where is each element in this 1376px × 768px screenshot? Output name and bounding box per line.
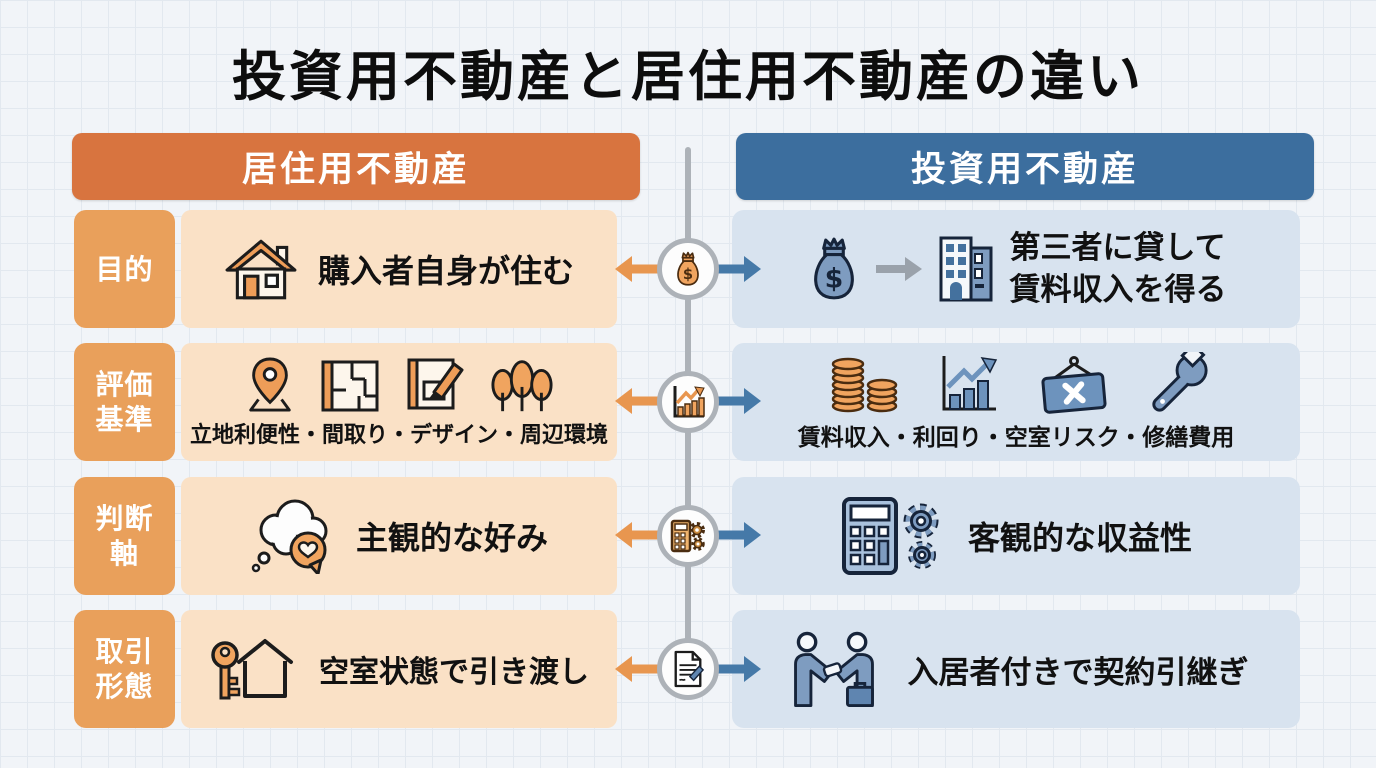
- arrow-right-icon: [875, 256, 922, 282]
- arrow-right-icon: [717, 256, 761, 282]
- investment-panel-decision: 客観的な収益性: [732, 477, 1300, 595]
- coins-icon: [822, 352, 902, 414]
- calculator-gears-icon: [840, 496, 946, 576]
- center-circle-transaction: [657, 638, 719, 700]
- residential-transaction-text: 空室状態で引き渡し: [319, 656, 589, 689]
- floorplan-icon: [320, 359, 380, 413]
- investment-panel-transaction: 入居者付きで契約引継ぎ: [732, 610, 1300, 728]
- text-line-1: 第三者に貸して: [1009, 230, 1226, 266]
- svg-text:$: $: [824, 264, 843, 295]
- arrow-left-icon: [615, 388, 659, 414]
- center-circle-purpose: $: [657, 238, 719, 300]
- row-label-text: 形態: [95, 671, 154, 702]
- row-label-text: 取引: [95, 636, 154, 667]
- residential-criteria-text: 立地利便性・間取り・デザイン・周辺環境: [189, 422, 608, 447]
- vacancy-sign-icon: [1036, 356, 1112, 414]
- map-pin-icon: [244, 357, 296, 413]
- arrow-right-icon: [717, 522, 761, 548]
- thought-bubble-heart-icon: [250, 498, 338, 574]
- key-house-icon: [209, 634, 303, 704]
- criteria-icons: [244, 355, 554, 413]
- row-label-text: 評価: [95, 369, 154, 400]
- investment-purpose-text: 第三者に貸して賃料収入を得る: [1010, 227, 1227, 311]
- center-circle-criteria: [657, 371, 719, 433]
- row-label-text: 基準: [95, 404, 154, 435]
- row-label-purpose: 目的: [74, 210, 175, 328]
- row-label-criteria: 評価 基準: [74, 343, 175, 461]
- investment-panel-criteria: 賃料収入・利回り・空室リスク・修繕費用: [732, 343, 1300, 461]
- calculator-gear-icon: [670, 518, 706, 554]
- arrow-left-icon: [615, 656, 659, 682]
- growth-chart-icon: [670, 384, 706, 420]
- row-label-text: 目的: [95, 253, 154, 285]
- page-title: 投資用不動産と居住用不動産の違い: [232, 47, 1144, 107]
- trees-icon: [490, 357, 554, 413]
- contract-document-icon: [671, 650, 705, 688]
- house-icon: [224, 237, 298, 301]
- row-label-transaction: 取引 形態: [74, 610, 175, 728]
- row-label-text: 判断: [95, 503, 154, 534]
- arrow-left-icon: [615, 522, 659, 548]
- arrow-left-icon: [615, 256, 659, 282]
- bar-chart-icon: [938, 354, 1000, 414]
- design-sheet-icon: [404, 355, 466, 413]
- investment-transaction-text: 入居者付きで契約引継ぎ: [907, 654, 1249, 690]
- residential-panel-purpose: 購入者自身が住む: [181, 210, 617, 328]
- text-line-2: 賃料収入を得る: [1009, 272, 1227, 307]
- residential-panel-criteria: 立地利便性・間取り・デザイン・周辺環境: [181, 343, 617, 461]
- row-label-text: 軸: [109, 538, 139, 569]
- arrow-right-icon: [717, 656, 761, 682]
- center-circle-decision: [657, 505, 719, 567]
- residential-panel-decision: 主観的な好み: [181, 477, 617, 595]
- handshake-icon: [784, 631, 884, 707]
- arrow-right-icon: [717, 388, 761, 414]
- residential-panel-transaction: 空室状態で引き渡し: [181, 610, 617, 728]
- investment-panel-purpose: $ 第三者に貸して賃料収入を得る: [732, 210, 1300, 328]
- money-bag-icon: $: [806, 236, 862, 302]
- criteria-icons: [822, 352, 1210, 414]
- investment-criteria-text: 賃料収入・利回り・空室リスク・修繕費用: [797, 424, 1235, 450]
- investment-column-header: 投資用不動産: [736, 133, 1314, 200]
- svg-text:$: $: [683, 266, 693, 283]
- money-bag-icon: $: [673, 251, 703, 287]
- building-icon: [936, 234, 996, 304]
- investment-decision-text: 客観的な収益性: [967, 520, 1192, 556]
- residential-decision-text: 主観的な好み: [355, 520, 548, 556]
- residential-purpose-text: 購入者自身が住む: [317, 253, 574, 289]
- residential-column-header: 居住用不動産: [72, 133, 640, 200]
- wrench-icon: [1148, 352, 1210, 414]
- row-label-decision: 判断 軸: [74, 477, 175, 595]
